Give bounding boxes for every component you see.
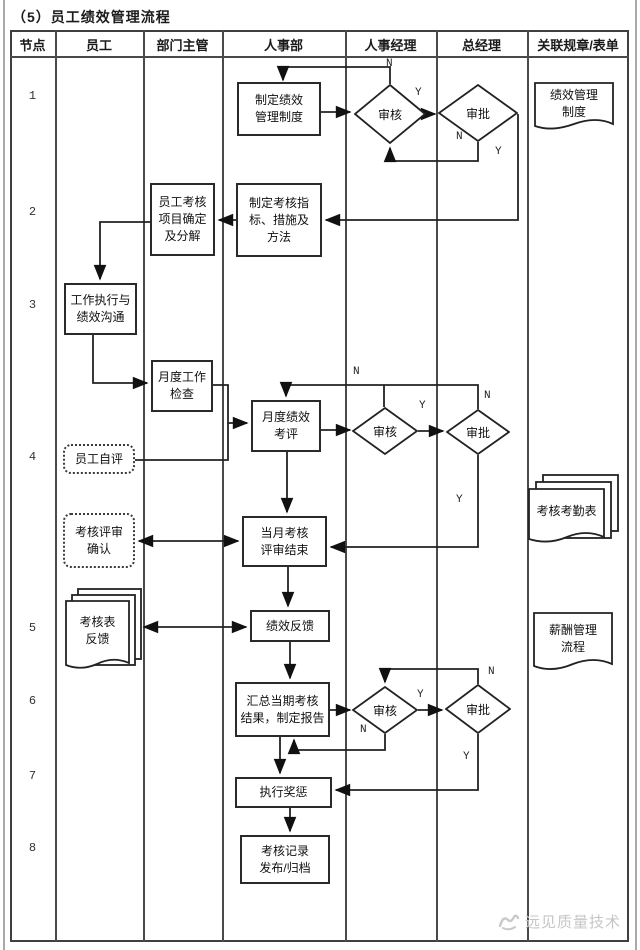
- edge-review3-n-loop: [287, 734, 386, 755]
- right-screen-edge: [635, 0, 637, 950]
- edge-workexec-monthlycheck: [92, 335, 149, 390]
- step-make-performance-system: 制定绩效 管理制度: [237, 82, 321, 136]
- node-number-3: 3: [28, 298, 37, 312]
- step-summarize-results: 汇总当期考核 结果，制定报告: [235, 682, 330, 737]
- branch-label-n: N: [456, 131, 463, 143]
- document-performance-system: 绩效管理 制度: [534, 82, 614, 138]
- left-screen-edge: [3, 0, 5, 950]
- node-number-4: 4: [28, 450, 37, 464]
- column-header-hr-manager: 人事经理: [364, 37, 417, 53]
- header-divider: [10, 56, 629, 58]
- branch-label-n: N: [386, 58, 393, 70]
- watermark: 远见质量技术: [497, 910, 621, 932]
- column-line-1: [55, 30, 57, 942]
- decision-review-3: 审核: [352, 686, 418, 734]
- edge-approve1-y-indicators: [324, 114, 519, 227]
- column-line-4: [345, 30, 347, 942]
- branch-label-n: N: [488, 666, 495, 678]
- edge-approve1-n-loop: [383, 142, 479, 163]
- node-number-1: 1: [28, 89, 37, 103]
- edge-approve3-y-execute: [334, 734, 479, 797]
- column-header-hr-dept: 人事部: [263, 37, 303, 53]
- step-month-review-end: 当月考核 评审结束: [242, 516, 327, 567]
- node-number-5: 5: [28, 621, 37, 635]
- column-line-3: [222, 30, 224, 942]
- decision-approve-3: 审批: [445, 684, 511, 734]
- column-line-2: [143, 30, 145, 942]
- table-border: [10, 30, 629, 942]
- edge-approve3-n-loop: [378, 667, 479, 684]
- column-line-6: [527, 30, 529, 942]
- branch-label-y: Y: [417, 689, 424, 701]
- step-define-assessment-items: 员工考核 项目确定 及分解: [150, 183, 215, 256]
- column-header-node: 节点: [19, 37, 46, 53]
- document-salary-process: 薪酬管理 流程: [533, 612, 613, 676]
- step-employee-self-eval: 员工自评: [63, 444, 135, 474]
- branch-label-n: N: [484, 390, 491, 402]
- step-performance-feedback: 绩效反馈: [250, 610, 330, 642]
- decision-review-1: 审核: [354, 84, 426, 144]
- node-number-8: 8: [28, 841, 37, 855]
- step-monthly-performance-eval: 月度绩效 考评: [251, 400, 321, 452]
- watermark-text: 远见质量技术: [525, 913, 622, 931]
- branch-label-y: Y: [456, 494, 463, 506]
- step-monthly-work-check: 月度工作 检查: [151, 360, 213, 412]
- page-title: （5）员工绩效管理流程: [12, 9, 171, 25]
- branch-label-y: Y: [419, 400, 426, 412]
- document-feedback-form-stack: 考核表 反馈: [65, 588, 145, 672]
- decision-approve-1: 审批: [438, 84, 518, 142]
- step-execute-rewards: 执行奖惩: [235, 777, 332, 808]
- step-archive-records: 考核记录 发布/归档: [240, 835, 330, 884]
- column-header-related-docs: 关联规章/表单: [537, 37, 619, 53]
- column-header-employee: 员工: [85, 37, 112, 53]
- step-work-execution: 工作执行与 绩效沟通: [64, 283, 137, 335]
- column-header-supervisor: 部门主管: [156, 37, 209, 53]
- branch-label-n: N: [353, 366, 360, 378]
- edge-review1-n-loop: [276, 65, 391, 84]
- column-header-gm: 总经理: [461, 37, 501, 53]
- decision-approve-2: 审批: [446, 409, 510, 455]
- edge-selfeval-join: [135, 423, 229, 461]
- branch-label-y: Y: [463, 751, 470, 763]
- edge-approve2-y-monthend: [329, 455, 479, 554]
- decision-review-2: 审核: [352, 407, 418, 455]
- node-number-7: 7: [28, 769, 37, 783]
- step-make-indicators: 制定考核指 标、措施及 方法: [236, 183, 322, 257]
- branch-label-y: Y: [415, 87, 422, 99]
- watermark-logo-icon: [498, 914, 520, 931]
- node-number-6: 6: [28, 694, 37, 708]
- node-number-2: 2: [28, 205, 37, 219]
- step-review-confirm: 考核评审 确认: [63, 513, 135, 568]
- edge-items-workexec: [93, 221, 150, 281]
- edge-n-loop-monthlyeval: [279, 381, 479, 409]
- column-line-5: [436, 30, 438, 942]
- branch-label-n: N: [360, 724, 367, 736]
- branch-label-y: Y: [495, 146, 502, 158]
- document-attendance-form-stack: 考核考勤表: [528, 474, 620, 550]
- edge-monthlycheck-monthlyeval: [213, 384, 249, 430]
